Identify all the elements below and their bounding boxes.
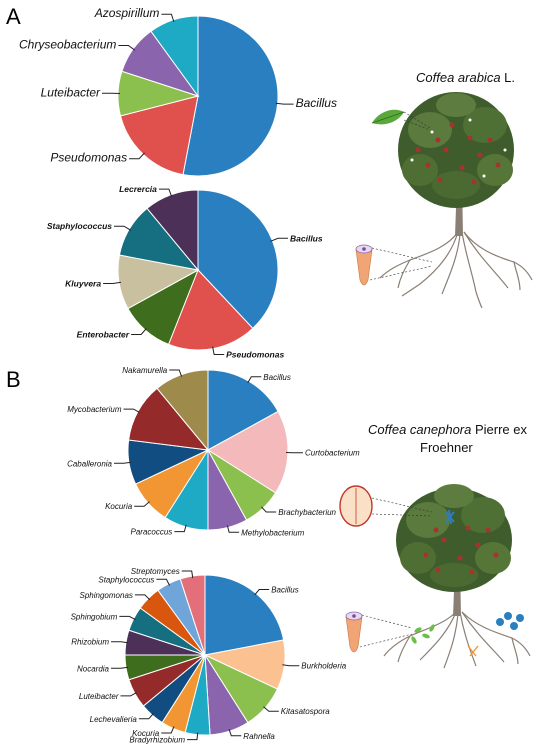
pie-3-leader-bacillus bbox=[254, 589, 270, 596]
pie-2-label-methylobacterium: Methylobacterium bbox=[241, 528, 304, 537]
pie-3-leader-kocuria bbox=[161, 726, 175, 734]
pie-2-leader-mycobacterium bbox=[123, 408, 140, 413]
bacteria-cluster-icon bbox=[496, 612, 524, 630]
pie-2-leader-kocuria bbox=[134, 501, 150, 507]
pie-2-label-kocuria: Kocuria bbox=[105, 502, 133, 511]
bacteria-roots-icon bbox=[411, 624, 435, 644]
pie-0-label-bacillus: Bacillus bbox=[296, 96, 337, 110]
pie-3-label-bacillus: Bacillus bbox=[271, 586, 299, 595]
pie-1-label-enterobacter: Enterobacter bbox=[77, 330, 130, 340]
panel-label-b: B bbox=[6, 367, 21, 392]
pie-3-label-kocuria: Kocuria bbox=[132, 729, 160, 738]
pie-3-leader-luteibacter bbox=[120, 692, 137, 697]
pie-2-leader-nakamurella bbox=[169, 369, 183, 377]
pie-3-leader-kitasatospora bbox=[263, 706, 279, 712]
pie-0-label-pseudomonas: Pseudomonas bbox=[50, 151, 127, 165]
plant-a-title-rest: L. bbox=[501, 70, 515, 85]
pie-3-label-sphingomonas: Sphingomonas bbox=[80, 591, 133, 600]
pie-3-leader-sphingomonas bbox=[134, 594, 151, 601]
pie-2-leader-methylobacterium bbox=[226, 525, 240, 533]
pie-1-label-staphylococcus: Staphylococcus bbox=[47, 221, 112, 231]
plant-a-title-italic: Coffea arabica bbox=[416, 70, 501, 85]
pie-3-label-bradyrhizobium: Bradyrhizobium bbox=[129, 736, 185, 745]
pie-3-label-luteibacter: Luteibacter bbox=[79, 692, 119, 701]
pie-3-label-rahnella: Rahnella bbox=[243, 732, 275, 741]
pie-2-label-curtobacterium: Curtobacterium bbox=[305, 449, 360, 458]
pie-2-label-paracoccus: Paracoccus bbox=[131, 528, 173, 537]
pie-2-leader-brachybacteriun bbox=[261, 506, 277, 513]
pie-3-label-rhizobium: Rhizobium bbox=[71, 638, 109, 647]
coffee-plant-b-illustration bbox=[339, 484, 531, 669]
pie-3-label-kitasatospora: Kitasatospora bbox=[281, 707, 330, 716]
pie-3-leader-sphingobium bbox=[119, 615, 136, 621]
root-callout-b-icon bbox=[345, 616, 363, 653]
coffee-plant-a-illustration bbox=[355, 92, 533, 309]
panel-label-a: A bbox=[6, 4, 21, 29]
pie-3-label-nocardia: Nocardia bbox=[77, 664, 110, 673]
pie-1-leader-staphylococcus bbox=[114, 225, 132, 231]
pie-1-label-bacillus: Bacillus bbox=[290, 233, 323, 243]
pie-1-label-lecrercia: Lecrercia bbox=[119, 184, 157, 194]
pie-2-label-brachybacteriun: Brachybacteriun bbox=[278, 508, 336, 517]
pie-1-leader-enterobacter bbox=[131, 328, 147, 335]
plant-b-title-line1: Coffea canephora Pierre ex bbox=[368, 422, 527, 437]
pie-2-label-bacillus: Bacillus bbox=[263, 373, 291, 382]
plant-b-title-rest: Pierre ex bbox=[471, 422, 527, 437]
pie-2-leader-caballeronia bbox=[114, 461, 132, 464]
pie-3-label-lechevalieria: Lechevalieria bbox=[90, 715, 138, 724]
foliage-b-icon bbox=[396, 484, 512, 592]
pie-chart-b-top: BacillusCurtobacteriumBrachybacteriunMet… bbox=[67, 366, 360, 537]
pie-1-leader-lecrercia bbox=[158, 188, 173, 197]
pie-0-label-azospirillum: Azospirillum bbox=[94, 6, 160, 20]
berries-a-icon bbox=[415, 122, 501, 185]
leaf-callout-a-icon bbox=[372, 109, 404, 125]
microbe-canopy-icon bbox=[445, 509, 455, 525]
pie-3-label-streptomyces: Streptomyces bbox=[131, 567, 180, 576]
root-callout-a-icon bbox=[355, 249, 373, 286]
plant-b-title-italic: Coffea canephora bbox=[368, 422, 471, 437]
pie-1-leader-kluyvera bbox=[103, 281, 122, 284]
foliage-a-icon bbox=[398, 92, 514, 208]
pie-3-label-staphylococcus: Staphylococcus bbox=[98, 575, 154, 584]
pie-3-leader-rhizobium bbox=[111, 641, 129, 644]
pie-3-leader-rahnella bbox=[228, 729, 242, 737]
pie-3-leader-nocardia bbox=[111, 666, 129, 669]
pie-3-label-burkholderia: Burkholderia bbox=[301, 662, 346, 671]
pie-1-label-pseudomonas: Pseudomonas bbox=[226, 350, 284, 360]
pie-1-leader-bacillus bbox=[270, 237, 288, 242]
pie-2-leader-paracoccus bbox=[174, 524, 187, 533]
pie-3-label-sphingobium: Sphingobium bbox=[71, 612, 118, 621]
pie-chart-b-bottom: BacillusBurkholderiaKitasatosporaRahnell… bbox=[71, 567, 347, 745]
pie-0-leader-azospirillum bbox=[161, 13, 175, 22]
pie-1-leader-pseudomonas bbox=[212, 346, 225, 355]
pie-3-leader-burkholderia bbox=[282, 664, 300, 667]
pie-2-label-nakamurella: Nakamurella bbox=[122, 366, 167, 375]
pie-0-leader-bacillus bbox=[275, 102, 294, 105]
pie-0-leader-chryseobacterium bbox=[118, 45, 136, 51]
pie-2-label-mycobacterium: Mycobacterium bbox=[67, 405, 122, 414]
plant-a-title: Coffea arabica L. bbox=[416, 70, 515, 85]
plant-b-title-line2: Froehner bbox=[420, 440, 473, 455]
pie-1-label-kluyvera: Kluyvera bbox=[65, 279, 101, 289]
pie-2-leader-bacillus bbox=[247, 376, 262, 384]
roots-a-icon bbox=[379, 231, 533, 309]
pie-0-label-chryseobacterium: Chryseobacterium bbox=[19, 38, 116, 52]
pie-0-label-luteibacter: Luteibacter bbox=[41, 85, 101, 99]
roots-b-icon bbox=[383, 611, 531, 669]
pie-3-leader-staphylococcus bbox=[156, 578, 171, 586]
pie-0-leader-pseudomonas bbox=[129, 152, 145, 160]
pie-2-label-caballeronia: Caballeronia bbox=[67, 459, 112, 468]
pie-3-leader-bradyrhizobium bbox=[187, 732, 199, 741]
pie-3-leader-streptomyces bbox=[181, 570, 194, 579]
pie-3-leader-lechevalieria bbox=[138, 713, 154, 720]
